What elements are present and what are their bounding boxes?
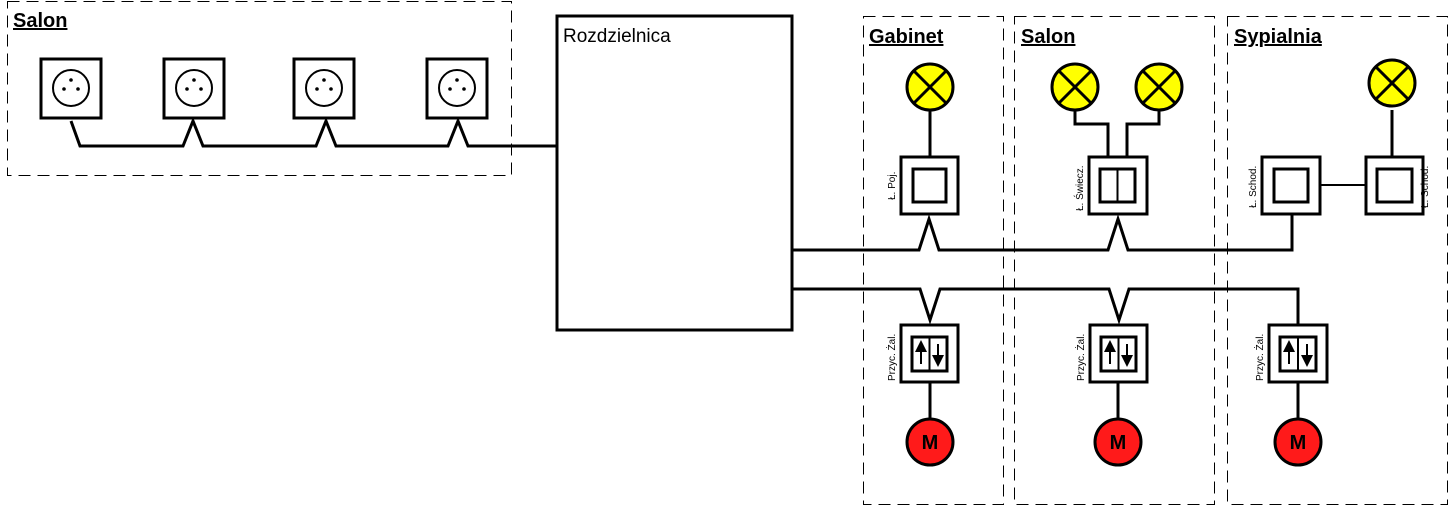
zone-border — [1014, 16, 1215, 505]
lamp-cross — [1141, 69, 1177, 105]
salon-lamp-left-wire — [1073, 110, 1110, 157]
socket-icon — [305, 69, 343, 107]
staircase-switch-icon — [1260, 155, 1322, 216]
zone-title: Sypialnia — [1234, 26, 1323, 48]
salon-motor[interactable]: M — [1093, 417, 1143, 467]
zone-title: Salon — [13, 10, 67, 32]
lighting-bus-wire — [792, 214, 1294, 252]
socket-icon — [438, 69, 476, 107]
socket-3[interactable] — [292, 57, 356, 120]
sypialnia-staircase-switch-right[interactable]: Ł. Schod. — [1364, 155, 1431, 216]
zone-title: Salon — [1021, 26, 1075, 48]
socket-icon — [52, 69, 90, 107]
lamp-cross — [1374, 65, 1410, 101]
motor-label: M — [1110, 432, 1127, 454]
switch-key — [1272, 167, 1310, 204]
motor-icon — [1273, 417, 1323, 467]
distribution-board-box[interactable] — [555, 14, 794, 332]
distribution-board[interactable]: Rozdzielnica — [555, 14, 794, 332]
distribution-board-label: Rozdzielnica — [563, 26, 671, 47]
blind-switch-label: Przyc. Żal. — [1074, 334, 1087, 381]
sypialnia-blind-switch[interactable]: Przyc. Żal. — [1253, 323, 1329, 384]
sypialnia-staircase-switch-left[interactable]: Ł. Schod. — [1248, 155, 1322, 216]
motor-icon — [1093, 417, 1143, 467]
gabinet-single-switch[interactable]: Ł. Poj. — [887, 155, 960, 216]
zone-sypialnia: Sypialnia — [1227, 16, 1448, 505]
socket-4[interactable] — [425, 57, 489, 120]
switch-key — [911, 167, 948, 204]
zone-gabinet: Gabinet — [863, 16, 1004, 505]
lamp-cross — [912, 69, 948, 105]
switch-key — [1375, 167, 1414, 204]
motor-label: M — [922, 432, 939, 454]
sypialnia-motor[interactable]: M — [1273, 417, 1323, 467]
salon-lamp-right-wire — [1125, 110, 1161, 157]
gabinet-lamp[interactable] — [905, 62, 955, 112]
sypialnia-lamp[interactable] — [1367, 58, 1417, 108]
zone-salon-lights: Salon — [1014, 16, 1215, 505]
gabinet-blind-switch[interactable]: Przyc. Żal. — [885, 323, 960, 384]
salon-blind-switch[interactable]: Przyc. Żal. — [1074, 323, 1149, 384]
gabinet-motor[interactable]: M — [905, 417, 955, 467]
socket-1[interactable] — [39, 57, 103, 120]
socket-icon — [175, 69, 213, 107]
salon-chandelier-switch[interactable]: Ł. Świecz. — [1073, 155, 1149, 216]
zone-salon-sockets: Salon — [7, 1, 512, 176]
blind-switch-label: Przyc. Żal. — [885, 334, 898, 381]
switch-label: Ł. Schod. — [1420, 166, 1431, 208]
socket-2[interactable] — [162, 57, 226, 120]
zone-border — [7, 1, 512, 176]
blind-switch-label: Przyc. Żal. — [1253, 334, 1266, 381]
blinds-bus-wire — [792, 287, 1300, 325]
motor-label: M — [1290, 432, 1307, 454]
salon-lamp-right[interactable] — [1134, 62, 1184, 112]
motor-icon — [905, 417, 955, 467]
switch-label: Ł. Świecz. — [1073, 165, 1086, 211]
switch-label: Ł. Poj. — [887, 172, 898, 200]
switch-label: Ł. Schod. — [1248, 166, 1259, 208]
zone-border — [1227, 16, 1448, 505]
socket-circuit-wire — [69, 116, 557, 148]
lamp-cross — [1057, 69, 1093, 105]
zone-title: Gabinet — [869, 26, 944, 48]
zone-border — [863, 16, 1004, 505]
salon-lamp-left[interactable] — [1050, 62, 1100, 112]
